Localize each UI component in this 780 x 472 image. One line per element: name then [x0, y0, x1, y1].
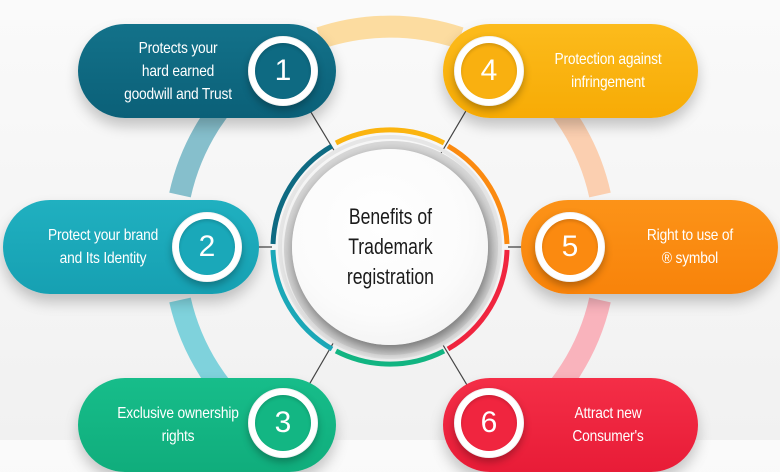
benefit-2-number-badge: 2: [172, 212, 242, 282]
trademark-benefits-diagram: Benefits of Trademark registration Prote…: [3, 15, 778, 472]
benefit-3-number-badge: 3: [248, 388, 318, 458]
center-title-line-2: Trademark: [347, 234, 433, 259]
benefit-1-pill: Protects your hard earned goodwill and T…: [78, 24, 336, 118]
ring-segment-top: [316, 15, 464, 49]
benefit-5-number-badge: 5: [535, 212, 605, 282]
benefit-2-pill: Protect your brand and Its Identity 2: [3, 200, 259, 294]
benefit-3-pill: Exclusive ownership rights 3: [78, 378, 336, 472]
center-hub: Benefits of Trademark registration: [292, 149, 488, 345]
benefit-5-label: Right to use of ® symbol: [646, 227, 734, 267]
connector-6: [439, 339, 471, 391]
benefit-6-number-badge: 6: [454, 388, 524, 458]
center-title-line-3: registration: [346, 264, 434, 289]
benefit-1-number: 1: [255, 43, 311, 99]
benefit-6-pill: 6 Attract new Consumer's: [443, 378, 698, 472]
benefit-2-label: Protect your brand and Its Identity: [47, 227, 159, 267]
benefit-5-number: 5: [542, 219, 598, 275]
benefit-6-label: Attract new Consumer's: [572, 405, 644, 445]
center-title-line-1: Benefits of: [348, 204, 432, 229]
benefit-4-number: 4: [461, 43, 517, 99]
benefit-1-number-badge: 1: [248, 36, 318, 106]
benefit-2-number: 2: [179, 219, 235, 275]
center-title: Benefits of Trademark registration: [346, 202, 433, 292]
connector-4: [439, 103, 471, 156]
benefit-3-number: 3: [255, 395, 311, 451]
benefit-5-pill: 5 Right to use of ® symbol: [521, 200, 778, 294]
benefit-4-number-badge: 4: [454, 36, 524, 106]
benefit-6-number: 6: [461, 395, 517, 451]
benefit-3-label: Exclusive ownership rights: [117, 405, 239, 445]
benefit-1-label: Protects your hard earned goodwill and T…: [124, 39, 232, 103]
benefit-4-pill: 4 Protection against infringement: [443, 24, 698, 118]
benefit-4-label: Protection against infringement: [554, 51, 662, 91]
